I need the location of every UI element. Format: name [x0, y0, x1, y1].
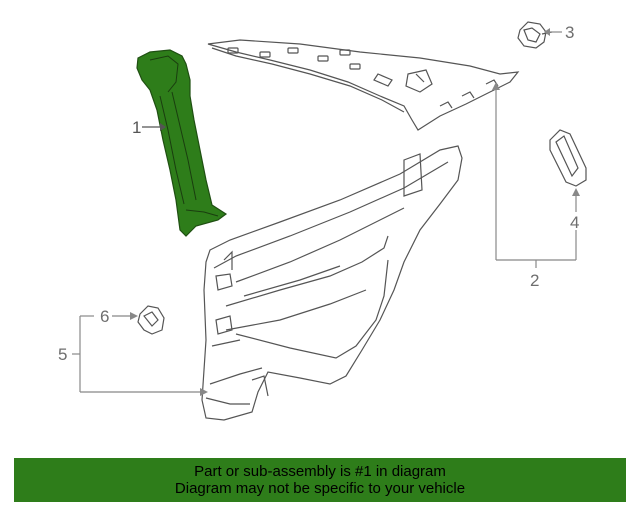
callout-5-label: 5: [58, 345, 67, 364]
info-banner: Part or sub-assembly is #1 in diagram Di…: [14, 458, 626, 502]
callout-2-label: 2: [530, 271, 539, 290]
callout-4: 4: [570, 188, 580, 232]
callout-1-label: 1: [132, 118, 141, 137]
callout-2: 2: [492, 82, 577, 290]
quarter-trim-panel[interactable]: [201, 145, 463, 421]
callout-6-label: 6: [100, 307, 109, 326]
part-3-clip[interactable]: [517, 21, 553, 49]
callout-6: 6: [100, 307, 138, 326]
callout-3-label: 3: [565, 23, 574, 42]
upper-rear-trim-panel[interactable]: [207, 39, 520, 131]
banner-line-2: Diagram may not be specific to your vehi…: [174, 480, 466, 497]
part-6-clip[interactable]: [137, 305, 165, 335]
callout-4-label: 4: [570, 213, 579, 232]
callout-1: 1: [132, 118, 166, 137]
banner-line-1: Part or sub-assembly is #1 in diagram: [194, 463, 446, 480]
callout-3: 3: [544, 23, 574, 42]
part-4-cap[interactable]: [549, 129, 587, 187]
callout-5: 5: [58, 315, 208, 396]
part-1-pillar-trim[interactable]: [136, 49, 228, 237]
